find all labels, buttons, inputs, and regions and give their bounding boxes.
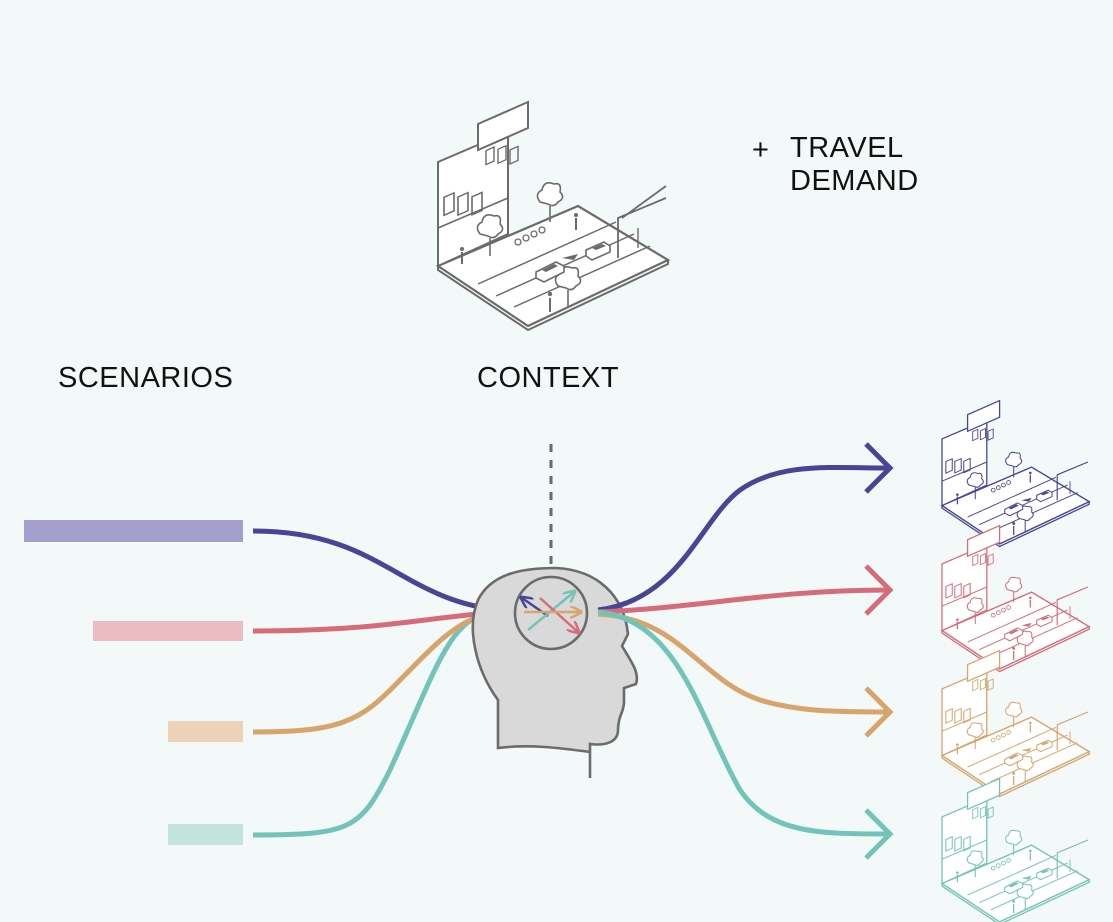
flow-in-teal: [252, 607, 501, 838]
outcome-street-teal: [941, 777, 1090, 922]
scenario-bar-red: [93, 621, 243, 641]
scenario-bar-purple: [24, 520, 243, 542]
scenario-bar-teal: [168, 824, 243, 845]
flow-in-purple: [252, 528, 501, 613]
head-silhouette: [471, 566, 639, 778]
flow-in-red: [252, 609, 501, 634]
outcome-street-red: [941, 524, 1090, 673]
arrowhead-purple: [864, 442, 894, 494]
travel-demand-line1: TRAVEL: [790, 132, 904, 164]
scenario-bar-orange: [168, 721, 243, 742]
arrowhead-red: [864, 564, 894, 616]
travel-demand-label: TRAVEL DEMAND: [790, 132, 919, 198]
flow-out-red: [597, 587, 891, 615]
flow-out-purple: [597, 464, 891, 613]
context-street-illustration: [436, 100, 670, 332]
flow-out-orange: [597, 611, 891, 715]
brain-arrow-red: [539, 597, 578, 632]
arrowhead-teal: [864, 808, 894, 860]
scenarios-label: SCENARIOS: [58, 362, 234, 394]
arrowhead-orange: [864, 686, 894, 738]
flow-in-orange: [252, 609, 506, 735]
outcome-street-purple: [941, 399, 1090, 548]
outcome-street-orange: [941, 649, 1090, 798]
travel-demand-line2: DEMAND: [790, 165, 919, 197]
context-label: CONTEXT: [477, 362, 620, 394]
plus-sign: +: [752, 134, 770, 166]
flow-out-teal: [597, 609, 891, 837]
